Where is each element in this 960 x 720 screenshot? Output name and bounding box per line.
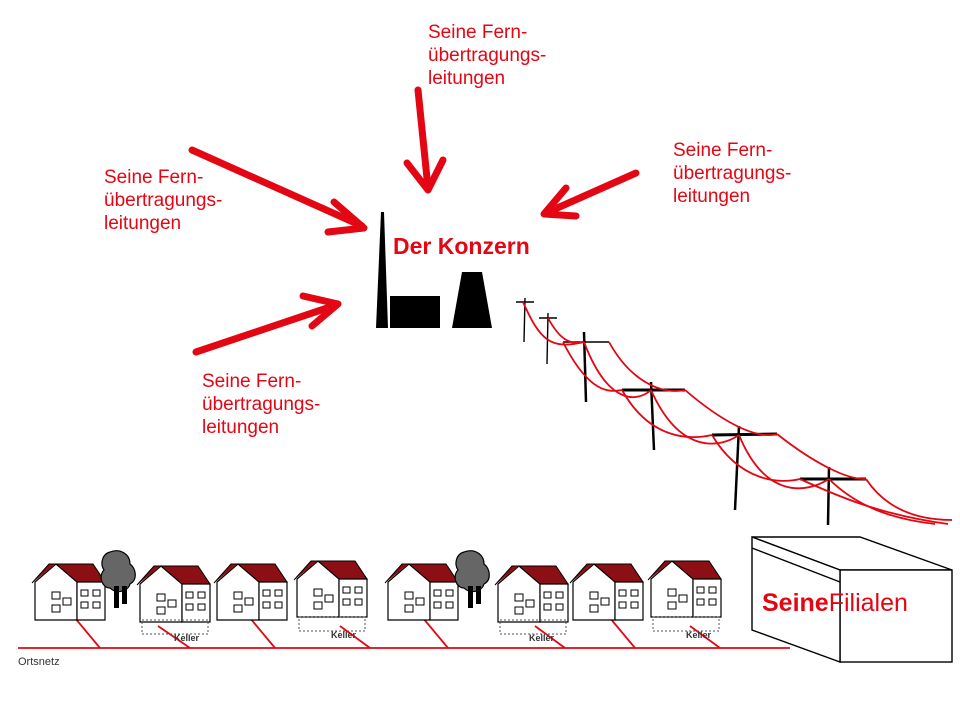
label-fern-right: Seine Fern-übertragungs-leitungen: [673, 140, 792, 207]
house-icon: [213, 563, 288, 621]
arrow-icon: [192, 292, 342, 356]
power-pylon-icon: [563, 331, 866, 526]
keller-label: Keller: [529, 633, 555, 643]
building-box-icon: [751, 535, 953, 663]
konzern-title: Der Konzern: [393, 233, 530, 259]
arrow-icon: [188, 146, 368, 236]
label-fern-top: Seine Fern-übertragungs-leitungen: [428, 22, 547, 89]
filialen-label: SeineFilialen: [762, 589, 908, 618]
house-icon: [384, 563, 459, 621]
factory-icon: [376, 212, 492, 328]
power-lines: [522, 301, 953, 525]
keller-label: Keller: [331, 630, 357, 640]
house-icon: [569, 563, 644, 621]
filialen-seine: Seine: [762, 589, 829, 617]
tree-icon: [100, 550, 136, 609]
arrow-icon: [540, 169, 640, 220]
house-icon: [494, 565, 569, 623]
label-fern-lower: Seine Fern-übertragungs-leitungen: [202, 371, 321, 438]
arrow-icon: [403, 86, 447, 194]
house-icon: [293, 560, 368, 618]
keller-label: Keller: [686, 630, 712, 640]
house-icon: [647, 560, 722, 618]
ortsnetz-label: Ortsnetz: [18, 656, 60, 668]
label-fern-left: Seine Fern-übertragungs-leitungen: [104, 167, 223, 234]
tree-icon: [454, 550, 490, 609]
keller-boxes: [141, 616, 720, 635]
keller-label: Keller: [174, 633, 200, 643]
house-icon: [31, 563, 106, 621]
house-icon: [136, 565, 211, 623]
power-pylon-icon: [516, 297, 557, 365]
filialen-word: Filialen: [828, 589, 908, 617]
